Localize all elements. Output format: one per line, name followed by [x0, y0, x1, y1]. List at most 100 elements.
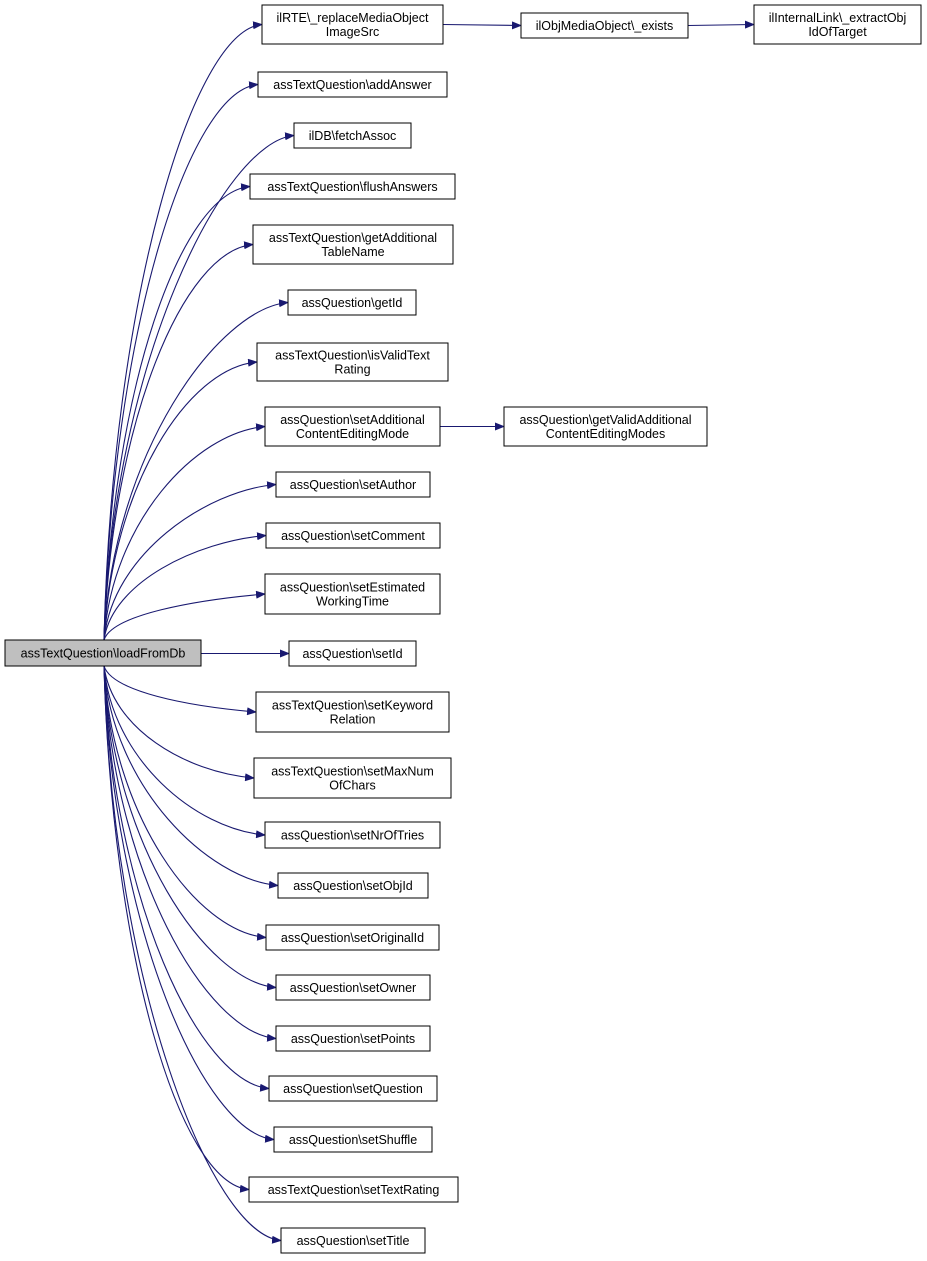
node-setOriginalId[interactable]: assQuestion\setOriginalId	[265, 924, 440, 951]
edge-root-to-setOriginalId	[103, 665, 267, 941]
edge-layer	[103, 20, 755, 1244]
node-setQuestion[interactable]: assQuestion\setQuestion	[268, 1075, 438, 1102]
node-flushAnswers[interactable]: assTextQuestion\flushAnswers	[249, 173, 456, 200]
node-label-line: assQuestion\setEstimated	[280, 581, 425, 595]
node-fetchAssoc[interactable]: ilDB\fetchAssoc	[293, 122, 412, 149]
node-box	[4, 639, 202, 667]
node-label-line: assQuestion\setObjId	[293, 879, 413, 893]
node-box	[265, 924, 440, 951]
node-box	[293, 122, 412, 149]
node-box	[265, 522, 441, 549]
node-label-line: assTextQuestion\setMaxNum	[271, 765, 434, 779]
node-label-line: assTextQuestion\setTextRating	[268, 1183, 440, 1197]
node-box	[287, 289, 417, 316]
edge-root-to-isValidTextRating	[103, 358, 258, 641]
node-label-line: ImageSrc	[326, 25, 380, 39]
node-box	[257, 71, 448, 98]
node-layer: assTextQuestion\loadFromDb ilRTE\_replace…	[4, 4, 922, 1254]
edge-root-to-setTitle	[103, 665, 282, 1244]
edge-root-to-setAuthor	[103, 481, 277, 641]
node-setComment[interactable]: assQuestion\setComment	[265, 522, 441, 549]
node-label-line: WorkingTime	[316, 595, 389, 609]
node-setTextRating[interactable]: assTextQuestion\setTextRating	[248, 1176, 459, 1203]
node-box	[520, 12, 689, 39]
node-setAdditionalContentEditingMode[interactable]: assQuestion\setAdditionalContentEditingM…	[264, 406, 441, 447]
node-label-line: assTextQuestion\isValidText	[275, 349, 430, 363]
edge-root-to-replaceMediaObjectImageSrc	[103, 21, 263, 641]
node-setId[interactable]: assQuestion\setId	[288, 640, 417, 667]
edge-root-to-addAnswer	[103, 81, 259, 641]
node-label-line: assQuestion\setShuffle	[289, 1133, 417, 1147]
edge-root-to-setComment	[103, 532, 267, 641]
node-box	[275, 471, 431, 498]
node-setObjId[interactable]: assQuestion\setObjId	[277, 872, 429, 899]
node-label-line: ilRTE\_replaceMediaObject	[277, 11, 429, 25]
node-label-line: assTextQuestion\setKeyword	[272, 699, 433, 713]
node-label-line: assQuestion\setNrOfTries	[281, 829, 424, 843]
node-label-line: assQuestion\setOriginalId	[281, 931, 424, 945]
edge-root-to-getId	[103, 299, 289, 641]
node-box	[273, 1126, 433, 1153]
node-label-line: IdOfTarget	[808, 25, 867, 39]
node-label-line: assQuestion\setOwner	[290, 981, 416, 995]
node-box	[275, 1025, 431, 1052]
edge-root-to-getAdditionalTableName	[103, 241, 254, 641]
node-box	[253, 757, 452, 799]
edge-root-to-setEstimatedWorkingTime	[103, 590, 266, 641]
edge-root-to-setNrOfTries	[103, 665, 266, 839]
edge-root-to-fetchAssoc	[103, 132, 295, 641]
node-label-line: assTextQuestion\getAdditional	[269, 231, 437, 245]
node-label-line: assTextQuestion\flushAnswers	[267, 180, 437, 194]
node-label-line: assQuestion\setId	[302, 647, 402, 661]
node-box	[288, 640, 417, 667]
node-root[interactable]: assTextQuestion\loadFromDb	[4, 639, 202, 667]
node-label-line: TableName	[321, 245, 384, 259]
node-box	[277, 872, 429, 899]
edge-root-to-setMaxNumOfChars	[103, 665, 255, 782]
node-setTitle[interactable]: assQuestion\setTitle	[280, 1227, 426, 1254]
node-label-line: assQuestion\setQuestion	[283, 1082, 423, 1096]
node-getValidAdditionalContentEditingModes[interactable]: assQuestion\getValidAdditionalContentEdi…	[503, 406, 708, 447]
node-box	[261, 4, 444, 45]
node-setOwner[interactable]: assQuestion\setOwner	[275, 974, 431, 1001]
node-label-line: assQuestion\setAuthor	[290, 478, 416, 492]
node-box	[248, 1176, 459, 1203]
node-box	[268, 1075, 438, 1102]
node-getId[interactable]: assQuestion\getId	[287, 289, 417, 316]
edge-root-to-setKeywordRelation	[103, 665, 257, 716]
node-box	[275, 974, 431, 1001]
node-setShuffle[interactable]: assQuestion\setShuffle	[273, 1126, 433, 1153]
node-box	[256, 342, 449, 382]
node-label-line: Rating	[334, 363, 370, 377]
node-box	[264, 573, 441, 615]
node-setNrOfTries[interactable]: assQuestion\setNrOfTries	[264, 821, 441, 849]
node-label-line: ContentEditingMode	[296, 427, 409, 441]
node-box	[255, 691, 450, 733]
node-label-line: assQuestion\setAdditional	[280, 413, 425, 427]
node-label-line: ilInternalLink\_extractObj	[769, 11, 907, 25]
node-box	[264, 821, 441, 849]
node-box	[753, 4, 922, 45]
node-objMediaExists[interactable]: ilObjMediaObject\_exists	[520, 12, 689, 39]
node-setAuthor[interactable]: assQuestion\setAuthor	[275, 471, 431, 498]
node-label-line: OfChars	[329, 779, 376, 793]
node-label-line: ilDB\fetchAssoc	[309, 129, 397, 143]
node-box	[249, 173, 456, 200]
node-label-line: assTextQuestion\addAnswer	[273, 78, 431, 92]
edge-objMediaExists-to-extractObjIdOfTarget	[687, 20, 755, 29]
node-addAnswer[interactable]: assTextQuestion\addAnswer	[257, 71, 448, 98]
node-setPoints[interactable]: assQuestion\setPoints	[275, 1025, 431, 1052]
node-box	[503, 406, 708, 447]
edge-root-to-flushAnswers	[103, 183, 251, 641]
node-label-line: assTextQuestion\loadFromDb	[21, 647, 186, 661]
edge-root-to-setQuestion	[103, 665, 270, 1092]
node-label-line: assQuestion\getId	[302, 296, 403, 310]
